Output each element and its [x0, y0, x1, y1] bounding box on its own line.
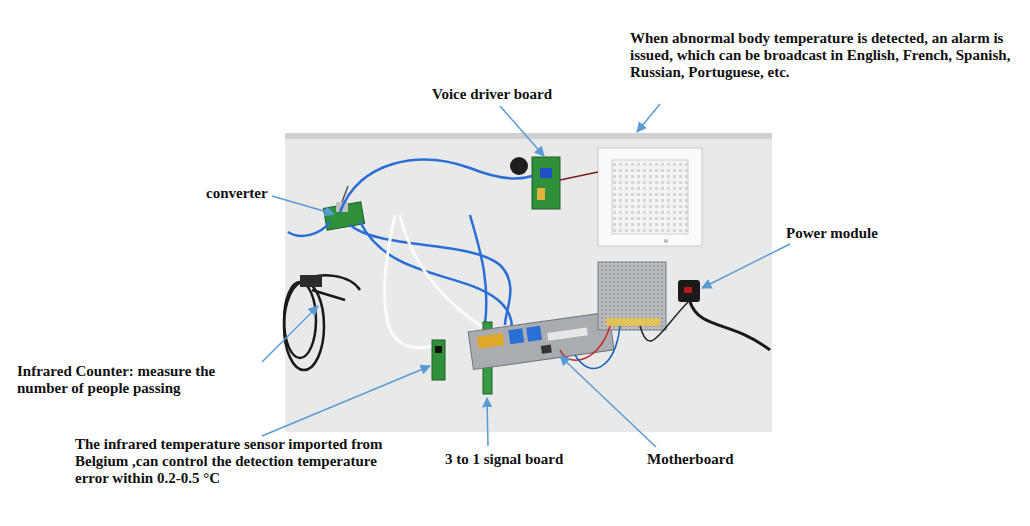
leader-line	[637, 104, 660, 132]
power-plug	[678, 280, 770, 350]
buzzer	[510, 157, 528, 175]
part-name: Power module	[786, 225, 916, 242]
leader-line	[262, 366, 430, 436]
part-name: Motherboard	[647, 451, 767, 468]
power-module	[598, 262, 666, 330]
part-name: 3 to 1 signal board	[445, 451, 605, 468]
infrared-counter	[284, 275, 360, 370]
photo-ground	[285, 133, 772, 432]
leader-line	[560, 356, 656, 447]
leader-line	[487, 398, 488, 446]
part-name: converter	[206, 185, 278, 202]
alarm-note: When abnormal body temperature is detect…	[630, 30, 1026, 81]
leader-line	[272, 196, 334, 214]
sensor-cable	[385, 215, 487, 348]
motherboard	[468, 312, 614, 369]
voice-driver-board	[532, 157, 560, 209]
part-note: Infrared Counter: measure the number of …	[17, 363, 265, 397]
leader-line	[500, 106, 544, 156]
speaker	[598, 148, 702, 246]
temperature-sensor	[432, 340, 445, 380]
counter-head	[300, 275, 322, 287]
part-note: The infrared temperature sensor imported…	[75, 436, 410, 487]
part-name: Voice driver board	[432, 86, 592, 103]
leader-line	[702, 244, 790, 288]
power-wires	[560, 300, 690, 368]
leader-line	[262, 306, 318, 362]
